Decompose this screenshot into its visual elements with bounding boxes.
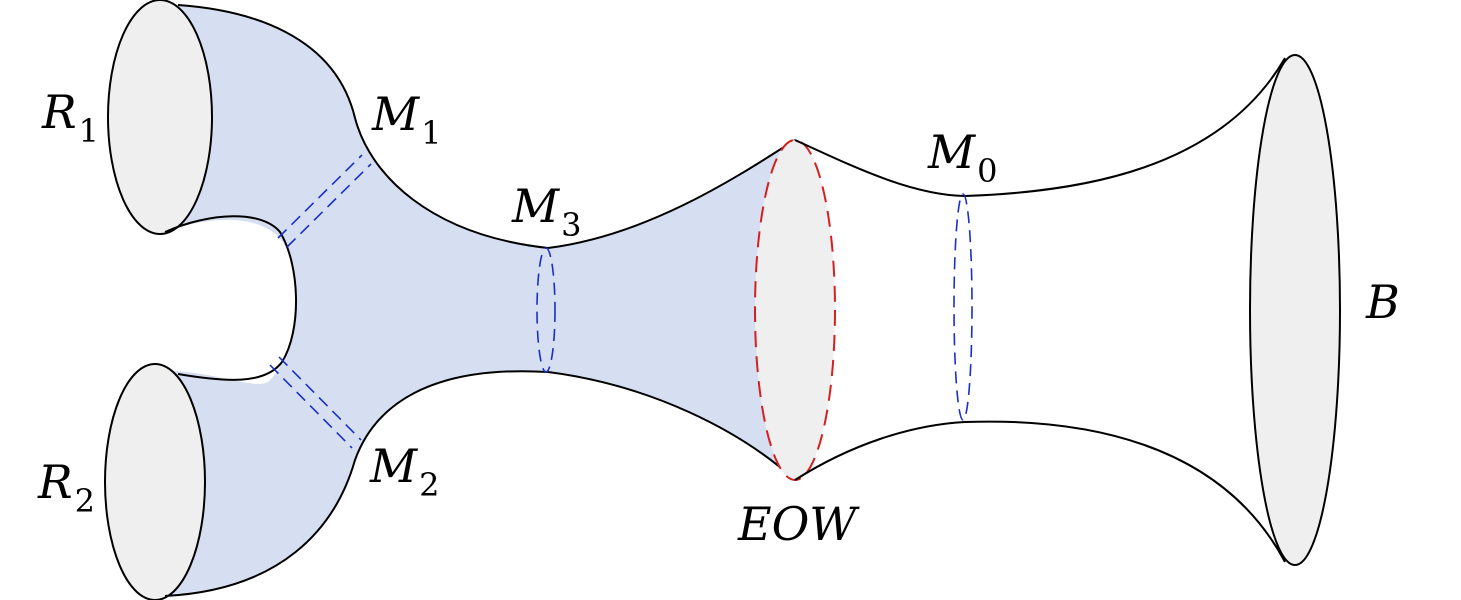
shaded-entanglement-wedge — [160, 5, 795, 595]
upper-right-outline — [794, 57, 1286, 198]
m0-dashed-surface — [953, 193, 973, 421]
label-r1: R1 — [41, 85, 99, 150]
label-m3: M3 — [511, 179, 581, 244]
label-eow: EOW — [737, 497, 860, 551]
r1-boundary-disk — [107, 0, 213, 235]
label-m0: M0 — [927, 125, 997, 190]
upper-neck-outline — [547, 139, 796, 249]
eow-disk — [755, 140, 835, 480]
r2-boundary-disk — [104, 363, 206, 600]
lower-right-outline — [794, 420, 1286, 563]
label-r2: R2 — [37, 455, 95, 520]
b-boundary-disk — [1249, 54, 1341, 566]
lower-neck-outline — [547, 371, 796, 481]
m1-dashed-surface — [277, 154, 372, 248]
m2-dashed-surface — [269, 356, 362, 449]
label-m2: M2 — [369, 439, 439, 504]
label-m1: M1 — [371, 87, 441, 152]
label-b: B — [1365, 275, 1400, 329]
crotch-outline — [164, 215, 297, 381]
upper-left-outline — [177, 4, 549, 249]
m3-dashed-surface — [536, 247, 556, 373]
lower-left-outline — [164, 370, 549, 597]
